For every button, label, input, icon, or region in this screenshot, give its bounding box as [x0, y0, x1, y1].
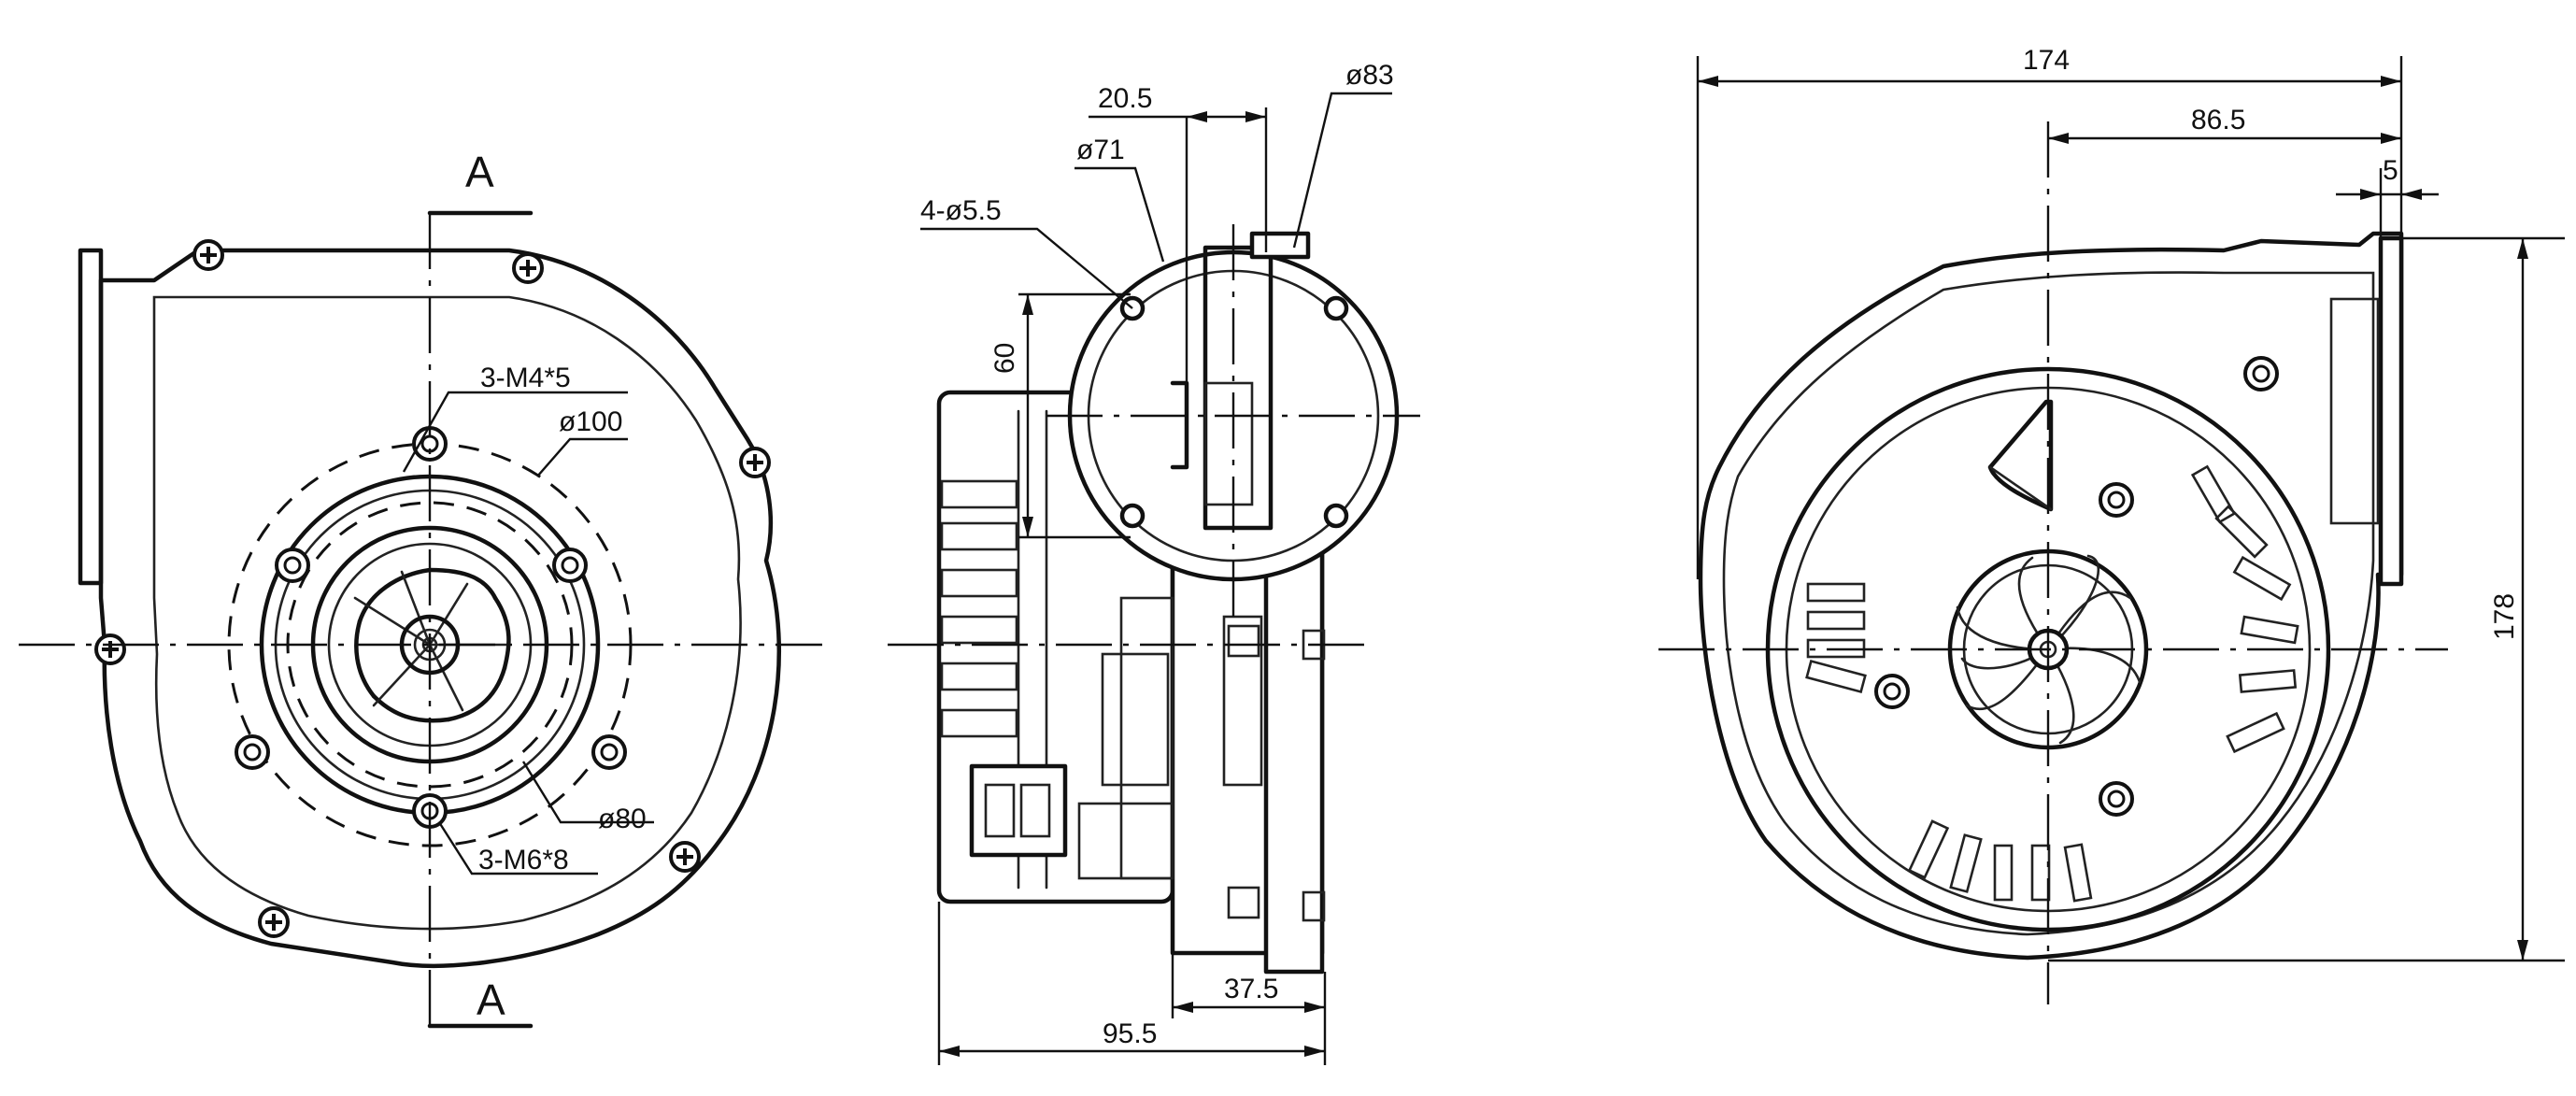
dim-height: 60: [989, 343, 1020, 374]
ring-boss: [275, 548, 310, 583]
leader-dia71: [1075, 166, 1165, 263]
dim-inner-dia: ø71: [1076, 135, 1125, 165]
rear-housing-inner: [1722, 271, 2375, 936]
ring-boss: [552, 548, 588, 583]
label-dia-inner: ø80: [598, 804, 647, 834]
housing-screw: [258, 906, 290, 938]
housing-screw: [739, 447, 771, 478]
label-dia-outer: ø100: [559, 406, 622, 437]
leader-m6: [437, 821, 598, 875]
section-label-bottom: A: [477, 975, 505, 1024]
leader-dia83: [1292, 92, 1392, 249]
dim-offset: 20.5: [1098, 83, 1152, 114]
ring-boss: [235, 734, 270, 770]
ring-boss: [591, 734, 627, 770]
dim-flange: 5: [2383, 155, 2398, 186]
section-label-top: A: [465, 148, 494, 196]
rear-outlet: [1987, 399, 2054, 512]
leader-m4: [402, 391, 628, 473]
leader-dia100: [536, 437, 628, 477]
side-view: 20.5 ø83 ø71 4-ø5.5 60 37.5 95.5: [888, 60, 1420, 1065]
label-tap-top: 3-M4*5: [480, 363, 571, 393]
side-hole: [1119, 503, 1146, 529]
dim-overall: 95.5: [1103, 1018, 1157, 1049]
rear-view: 174 86.5 5 178: [1658, 45, 2565, 1004]
dim-half: 86.5: [2191, 105, 2245, 135]
dim-flange-dia: ø83: [1345, 60, 1394, 91]
dim-height-rear: 178: [2489, 593, 2520, 640]
rear-boss: [2243, 356, 2279, 391]
volute-inner: [152, 295, 742, 931]
housing-screw: [512, 252, 544, 284]
rear-boss: [2099, 781, 2134, 817]
outlet-flange: [78, 248, 104, 586]
housing-screw: [94, 633, 126, 665]
side-flange-plate: [1263, 530, 1325, 975]
front-view: A A 3-M4*5 ø100 ø80 3-M6*8: [19, 148, 822, 1029]
leader-dia80: [521, 761, 654, 824]
label-tap-bottom: 3-M6*8: [478, 845, 569, 875]
housing-screw: [669, 841, 701, 873]
side-hole: [1323, 295, 1349, 321]
rear-vent-slots: [1805, 464, 2299, 903]
rear-flange: [2378, 235, 2404, 587]
side-hole: [1323, 503, 1349, 529]
dim-holes: 4-ø5.5: [920, 195, 1002, 226]
rear-boss: [2099, 482, 2134, 518]
leader-holes: [920, 227, 1133, 309]
dim-motor: 37.5: [1224, 974, 1278, 1004]
housing-screw: [192, 239, 224, 271]
rear-boss: [1874, 674, 1910, 709]
dim-width: 174: [2023, 45, 2070, 76]
volute-housing: [98, 248, 782, 968]
rear-housing: [1698, 231, 2404, 961]
